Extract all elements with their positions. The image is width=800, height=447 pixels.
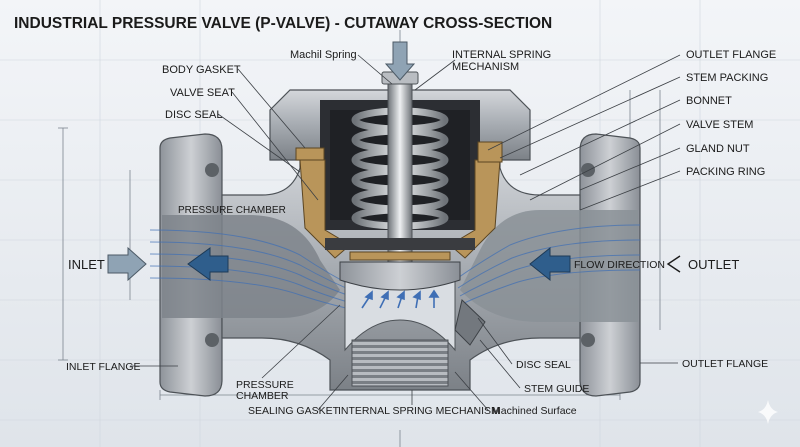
inner-flow-arrow-icon [187, 247, 229, 281]
valve-stem [387, 77, 413, 269]
label-stem-guide: STEM GUIDE [524, 383, 589, 395]
label-pressure-chamber-bottom-l1: PRESSURE [236, 379, 294, 391]
label-machil-spring: Machil Spring [290, 49, 357, 61]
disc-seal [349, 251, 451, 261]
down-arrow-icon [384, 41, 416, 81]
flange-bolt [581, 163, 595, 177]
label-outlet-flange-top: OUTLET FLANGE [686, 49, 776, 61]
bottom-port-threads [351, 339, 449, 387]
body-gasket [295, 147, 325, 161]
leader-lines [130, 54, 681, 411]
label-flow-direction: FLOW DIRECTION [574, 259, 665, 271]
label-gland-nut: GLAND NUT [686, 143, 750, 155]
label-outlet-flange-bottom: OUTLET FLANGE [682, 358, 768, 370]
packing-ring [325, 238, 475, 250]
label-pressure-chamber-inner: PRESSURE CHAMBER [178, 205, 286, 216]
label-pressure-chamber-bottom: PRESSURE CHAMBER [236, 379, 297, 402]
label-internal-spring-top-l1: INTERNAL SPRING [452, 49, 551, 61]
label-bonnet: BONNET [686, 95, 732, 107]
stem-guide-block [454, 299, 486, 346]
outlet-chevron-icon [666, 255, 681, 273]
label-valve-stem: VALVE STEM [686, 119, 753, 131]
label-inlet-flange: INLET FLANGE [66, 361, 141, 373]
label-valve-seat: VALVE SEAT [170, 87, 235, 99]
flange-bolt [205, 333, 219, 347]
flow-lines [149, 224, 641, 315]
label-body-gasket: BODY GASKET [162, 64, 241, 76]
label-disc-seal-right: DISC SEAL [516, 359, 571, 371]
label-internal-spring-bottom: INTERNAL SPRING MECHANISM [338, 405, 500, 417]
label-inlet: INLET [68, 257, 105, 272]
diagram-title: INDUSTRIAL PRESSURE VALVE (P-VALVE) - CU… [14, 15, 552, 32]
valve-disc [339, 261, 461, 291]
flange-bolt [581, 333, 595, 347]
flange-bolt [205, 163, 219, 177]
label-stem-packing: STEM PACKING [686, 72, 768, 84]
label-machined-surface: Machined Surface [492, 405, 577, 417]
sparkle-icon [758, 400, 778, 424]
label-disc-seal-left: DISC SEAL [165, 109, 222, 121]
label-outlet: OUTLET [688, 257, 739, 272]
label-internal-spring-top: INTERNAL SPRING MECHANISM [452, 49, 554, 73]
label-internal-spring-top-l2: MECHANISM [452, 61, 519, 73]
label-pressure-chamber-bottom-l2: CHAMBER [236, 390, 289, 402]
inlet-passage [162, 215, 340, 318]
gland-nut [477, 141, 503, 163]
pressure-arrows [361, 289, 440, 309]
flow-direction-arrow-icon [529, 246, 571, 282]
label-packing-ring: PACKING RING [686, 166, 765, 178]
label-sealing-gasket: SEALING GASKET [248, 405, 340, 417]
inlet-arrow-icon [107, 246, 147, 282]
